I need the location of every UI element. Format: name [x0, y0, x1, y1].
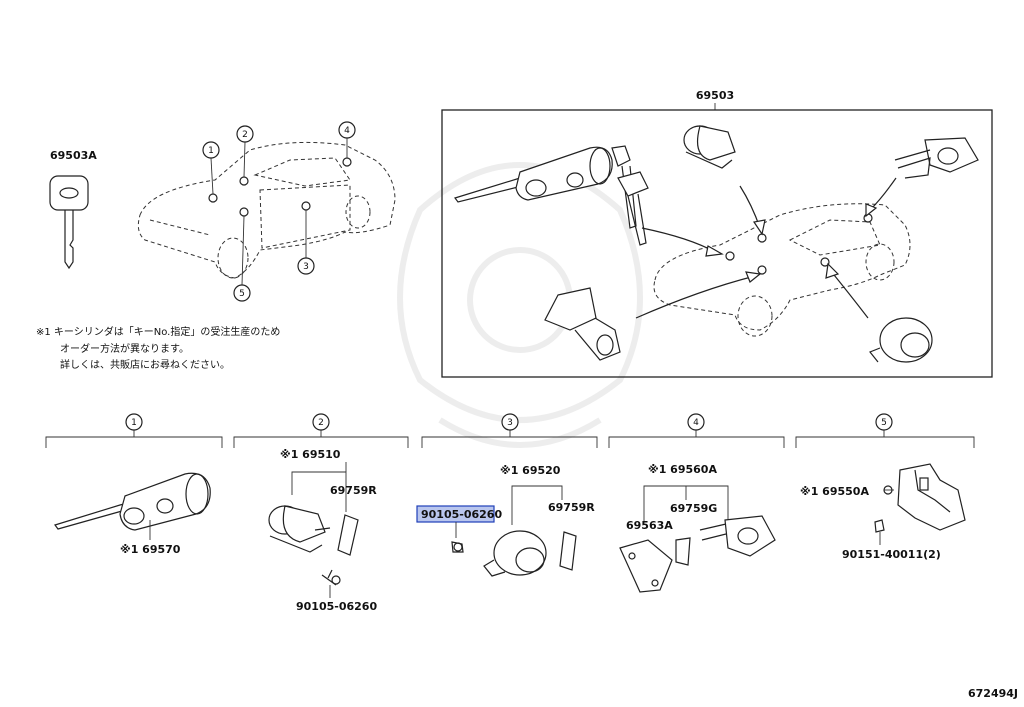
car-callout-5: 5 [239, 289, 245, 299]
note-line-1: ※1 キーシリンダは「キーNo.指定」の受注生産のため [36, 325, 280, 338]
note-line-2: オーダー方法が異なります。 [60, 342, 189, 355]
back-door-lock-icon [619, 515, 776, 593]
group-1-number: 1 [131, 418, 137, 428]
key-icon [49, 175, 89, 270]
car-callout-3: 3 [303, 262, 309, 272]
part-label-69560A[interactable]: ※1 69560A [648, 463, 717, 476]
watermark [397, 162, 643, 448]
set-box [441, 109, 993, 378]
set-part-label[interactable]: 69503 [696, 89, 734, 102]
part-label-69520[interactable]: ※1 69520 [500, 464, 561, 477]
car-callout-1: 1 [208, 146, 214, 156]
group-2-number: 2 [318, 418, 324, 428]
part-label-69563A[interactable]: 69563A [626, 519, 673, 532]
diagram-id: 672494J [968, 687, 1018, 700]
group-brackets [45, 430, 975, 448]
note-line-3: 詳しくは、共販店にお尋ねください。 [60, 358, 230, 371]
part-label-69550A[interactable]: ※1 69550A [800, 485, 869, 498]
car-callout-2: 2 [242, 130, 248, 140]
part-label-69570[interactable]: ※1 69570 [120, 543, 181, 556]
ignition-cylinder-icon [54, 472, 211, 531]
part-label-69759R-g3[interactable]: 69759R [548, 501, 595, 514]
highlighted-part-box[interactable] [416, 505, 495, 523]
group-3-number: 3 [507, 418, 513, 428]
part-label-90105-06260-g2[interactable]: 90105-06260 [296, 600, 377, 613]
set-contents-icon [454, 125, 979, 363]
car-overview-icon [137, 138, 396, 286]
part-label-90151-40011[interactable]: 90151-40011(2) [842, 548, 941, 561]
part-label-69759G[interactable]: 69759G [670, 502, 717, 515]
group-5-number: 5 [881, 418, 887, 428]
key-part-label[interactable]: 69503A [50, 149, 97, 162]
car-callout-4: 4 [344, 126, 350, 136]
door-lock-cylinder-icon [268, 505, 359, 586]
glove-box-lock-icon [874, 463, 966, 533]
part-label-69759R-g2[interactable]: 69759R [330, 484, 377, 497]
group-4-number: 4 [693, 418, 699, 428]
trunk-lock-cylinder-icon [451, 530, 577, 577]
group-numbers: 1 2 3 4 5 [125, 413, 893, 431]
part-label-90105-06260-g3[interactable]: 90105-06260 [421, 508, 502, 521]
car-callouts: 1 2 4 3 5 [202, 121, 356, 302]
part-label-69510[interactable]: ※1 69510 [280, 448, 341, 461]
